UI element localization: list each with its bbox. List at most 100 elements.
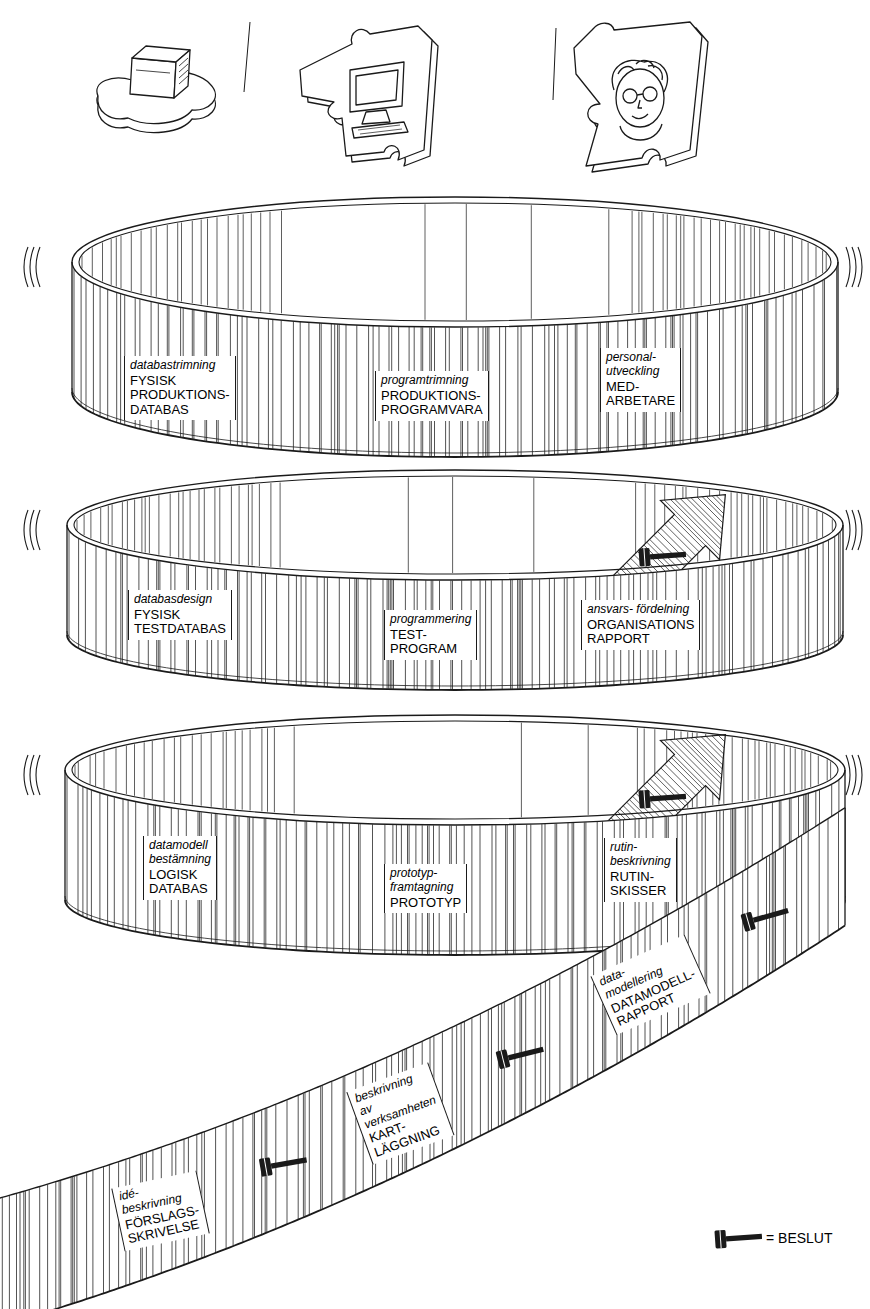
activity-label: programmering — [390, 613, 471, 627]
glasses — [623, 89, 637, 103]
legend-text: = BESLUT — [766, 1230, 833, 1246]
glasses — [643, 87, 657, 101]
hair — [612, 60, 667, 92]
band-edge — [844, 808, 845, 926]
band-hatch — [69, 531, 840, 689]
gavel-band — [644, 790, 645, 808]
result-label: MED- ARBETARE — [606, 380, 675, 409]
activity-label: rutin- beskrivning — [610, 841, 671, 869]
ring-band — [67, 470, 843, 690]
motion-marks — [24, 247, 40, 287]
face — [616, 69, 664, 127]
band-panel: rutin- beskrivningRUTIN- SKISSER — [604, 838, 677, 902]
gavel-symbol — [638, 545, 686, 566]
band-panel: programmeringTEST- PROGRAM — [384, 610, 477, 660]
band-hatch — [0, 812, 839, 1309]
gavel-symbol — [740, 902, 790, 932]
top-icons — [97, 22, 708, 172]
gavel-handle — [508, 1047, 544, 1061]
gavel-symbol — [714, 1227, 762, 1248]
ring-rim — [74, 476, 836, 574]
gavel-band — [644, 548, 645, 566]
gavel-handle — [650, 794, 686, 802]
activity-label: prototyp- framtagning — [390, 867, 461, 895]
gavel-head — [259, 1157, 273, 1177]
activity-label: ansvars- fördelning — [587, 603, 694, 617]
book-pages — [136, 58, 188, 84]
book-side — [174, 50, 190, 98]
motion-marks — [846, 755, 862, 795]
ring-rim — [67, 470, 843, 580]
band-panel: datamodell bestämningLOGISK DATABAS — [143, 836, 217, 900]
ring-front — [67, 525, 843, 690]
gavel-symbol — [496, 1040, 546, 1069]
activity-label: databastrimning — [130, 359, 230, 373]
activity-label: datamodell bestämning — [149, 839, 211, 867]
activity-label: personal- utveckling — [606, 351, 675, 379]
band-hatch — [82, 204, 826, 320]
ring-rim — [72, 197, 838, 327]
ring-band — [72, 197, 838, 457]
ring-rim — [79, 203, 831, 321]
ring-front — [72, 262, 838, 457]
result-label: PRODUKTIONS- PROGRAMVARA — [381, 389, 483, 418]
gavel-symbol — [638, 787, 686, 808]
gavel-handle — [271, 1157, 307, 1168]
ring-rim — [65, 715, 845, 825]
band-panel: data- modelleringDATAMODELL- RAPPORT — [590, 935, 710, 1035]
motion-marks — [846, 247, 862, 287]
motion-marks — [24, 510, 40, 550]
puzzle-piece — [300, 26, 432, 160]
keyboard-keys — [358, 125, 402, 134]
legend-row: = BESLUT — [706, 1226, 833, 1250]
gavel-symbol — [259, 1151, 308, 1177]
gavel-handle — [753, 908, 789, 923]
ring-rim — [65, 715, 845, 825]
band-panel: idé- beskrivningFÖRSLAGS- SKRIVELSE — [111, 1171, 209, 1251]
band-panel: prototyp- framtagningPROTOTYP — [384, 864, 467, 913]
keyboard — [352, 122, 408, 138]
gavel-band — [746, 913, 751, 930]
puzzle-piece — [574, 22, 702, 166]
gavel-handle — [726, 1234, 762, 1242]
legend-symbol — [706, 1226, 762, 1250]
gavel-handle — [650, 552, 686, 560]
band-panel: programtrimningPRODUKTIONS- PROGRAMVARA — [375, 371, 489, 421]
gavel-head — [638, 790, 650, 809]
monitor-stand — [362, 110, 390, 124]
band-edge — [0, 926, 845, 1309]
divider-line — [553, 28, 556, 100]
result-label: RUTIN- SKISSER — [610, 870, 671, 899]
band-hatch — [74, 268, 837, 457]
gavel-head — [714, 1230, 726, 1249]
monitor-screen — [356, 70, 398, 105]
motion-marks — [846, 510, 862, 550]
result-label: LOGISK DATABAS — [149, 868, 211, 897]
ring-rim — [72, 197, 838, 327]
ring-rim — [72, 721, 838, 819]
gavel-band — [720, 1230, 721, 1248]
gavel-band — [264, 1158, 267, 1176]
result-label: FYSISK PRODUKTIONS- DATABAS — [130, 374, 230, 418]
monitor — [350, 62, 404, 112]
result-label: TEST- PROGRAM — [390, 628, 471, 657]
band-panel: ansvars- fördelningORGANISATIONS RAPPORT — [581, 600, 700, 650]
band-panel: databastrimningFYSISK PRODUKTIONS- DATAB… — [124, 356, 236, 420]
ribbon-band — [0, 808, 845, 1309]
band-panel: personal- utvecklingMED- ARBETARE — [600, 348, 681, 412]
result-label: PROTOTYP — [390, 896, 461, 911]
ring-rim — [67, 470, 843, 580]
activity-label: programtrimning — [381, 374, 483, 388]
band-edge — [0, 808, 845, 1200]
gavel-head — [638, 548, 650, 567]
result-label: ORGANISATIONS RAPPORT — [587, 618, 694, 647]
face-lines — [632, 94, 648, 119]
motion-marks — [24, 755, 40, 795]
result-label: FYSISK TESTDATABAS — [134, 608, 226, 637]
book-front — [130, 58, 176, 98]
band-panel: beskrivning av verksamhetenKART- LÄGGNIN… — [346, 1062, 455, 1165]
gavel-head — [740, 912, 756, 932]
divider-line — [244, 22, 250, 92]
